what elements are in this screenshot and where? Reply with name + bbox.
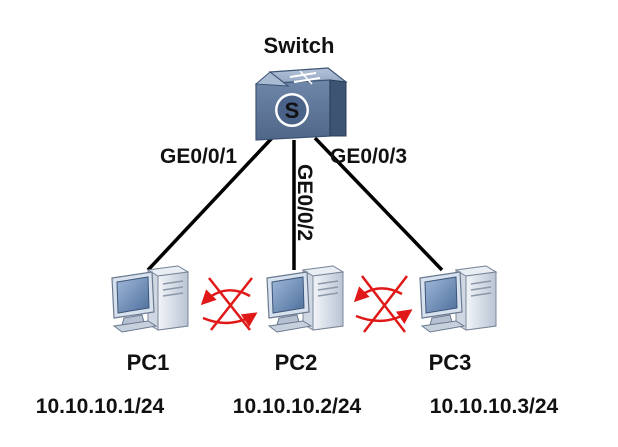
host-ip-pc1: 10.10.10.1/24 <box>36 395 165 418</box>
pc2-icon <box>266 265 344 333</box>
blocked-arrow-icon <box>200 277 258 331</box>
blocked-arrow-icon <box>353 275 413 333</box>
host-ip-pc3: 10.10.10.3/24 <box>430 395 559 418</box>
host-name-pc3: PC3 <box>429 350 472 375</box>
link-line-pc3 <box>313 136 444 272</box>
port-label-pc2: GE0/0/2 <box>293 164 316 241</box>
switch-glyph: S <box>285 98 300 123</box>
host-ip-pc2: 10.10.10.2/24 <box>233 395 362 418</box>
link-line-pc1 <box>146 136 274 272</box>
host-name-pc1: PC1 <box>127 350 170 375</box>
port-label-pc1: GE0/0/1 <box>160 145 237 168</box>
pc3-icon <box>419 265 497 333</box>
switch-icon: S <box>254 67 348 141</box>
host-name-pc2: PC2 <box>275 350 318 375</box>
port-label-pc3: GE0/0/3 <box>330 145 407 168</box>
switch-label: Switch <box>264 33 335 58</box>
pc1-icon <box>111 265 189 333</box>
